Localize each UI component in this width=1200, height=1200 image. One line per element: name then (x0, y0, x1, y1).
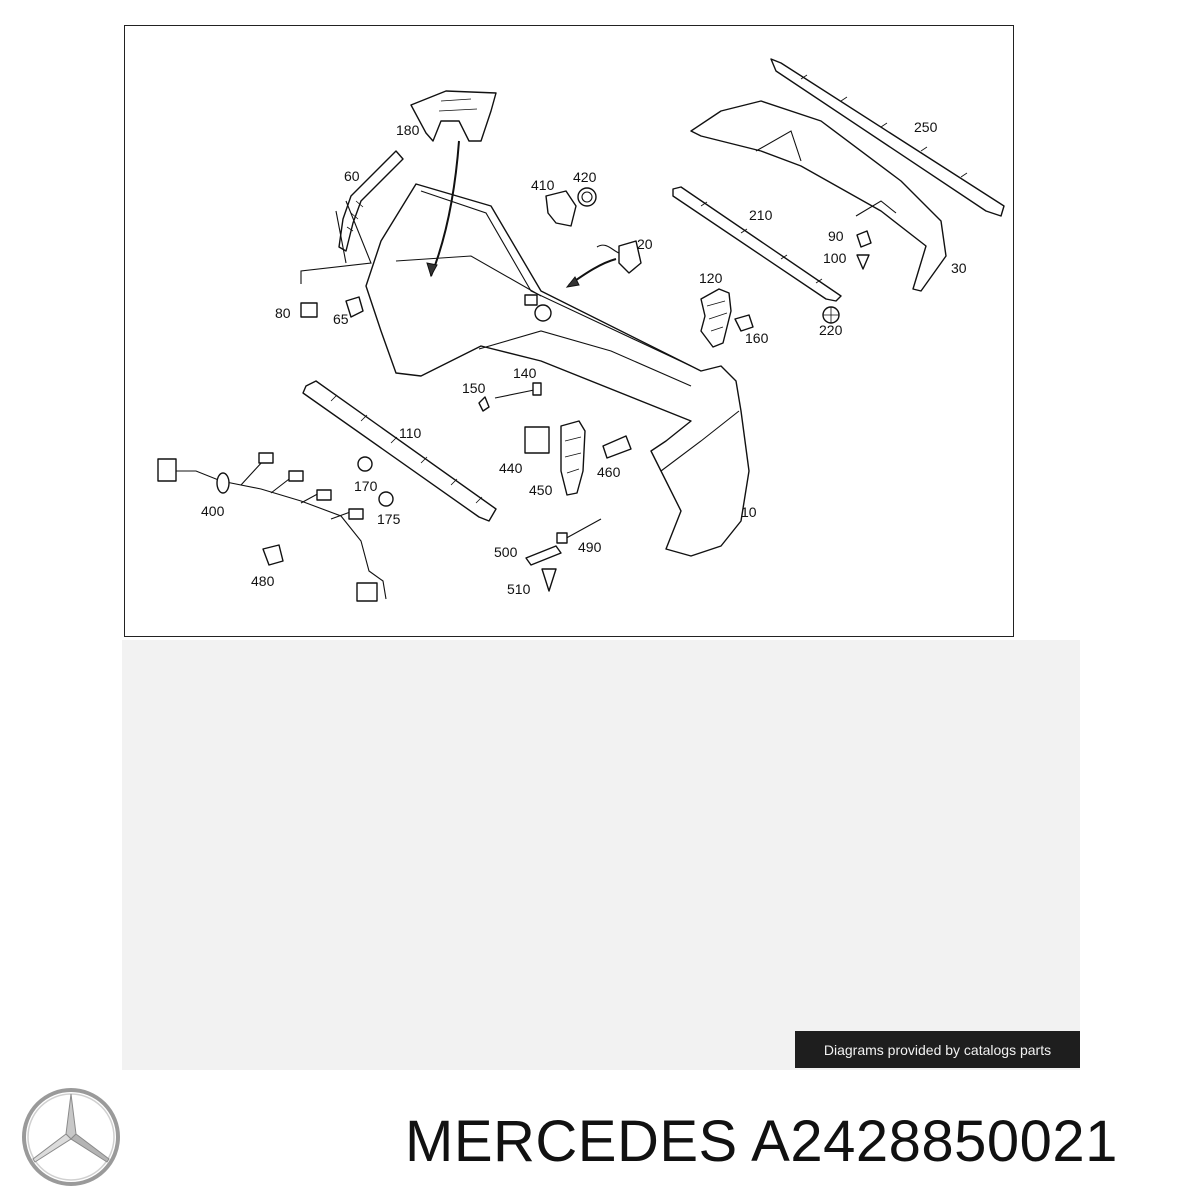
image-background (122, 640, 1080, 1070)
callout-180: 180 (396, 122, 420, 138)
credit-text: Diagrams provided by catalogs parts (823, 1041, 1052, 1058)
callout-100: 100 (823, 250, 847, 266)
callout-440: 440 (499, 460, 523, 476)
callout-10: 10 (741, 504, 757, 520)
callout-400: 400 (201, 503, 225, 519)
callout-220: 220 (819, 322, 843, 338)
bracket-450-part (560, 420, 586, 496)
callout-65: 65 (333, 311, 349, 327)
callout-450: 450 (529, 482, 553, 498)
callout-140: 140 (513, 365, 537, 381)
credit-banner: Diagrams provided by catalogs parts (795, 1031, 1080, 1068)
wiring-harness-400-part (161, 470, 387, 600)
exploded-view-drawing: 180 60 410 420 250 20 210 90 100 30 80 6… (157, 58, 1005, 602)
diffuser-30-part (690, 100, 947, 292)
callout-30: 30 (951, 260, 967, 276)
callout-210: 210 (749, 207, 773, 223)
trim-strip-60-part (338, 150, 404, 252)
callout-60: 60 (344, 168, 360, 184)
reinforcement-110-part (302, 380, 497, 522)
callout-150: 150 (462, 380, 486, 396)
callout-20: 20 (637, 236, 653, 252)
callout-80: 80 (275, 305, 291, 321)
bracket-120-part (700, 288, 732, 348)
product-title: MERCEDES A2428850021 (405, 1108, 1118, 1175)
callout-510: 510 (507, 581, 531, 597)
callout-170: 170 (354, 478, 378, 494)
callout-110: 110 (399, 425, 422, 441)
callout-175: 175 (377, 511, 401, 527)
trim-strip-250-part (770, 58, 1005, 217)
sensor-410-part (545, 190, 577, 227)
brand-name: MERCEDES (405, 1109, 738, 1174)
parts-diagram: 180 60 410 420 250 20 210 90 100 30 80 6… (124, 25, 1014, 637)
callout-500: 500 (494, 544, 518, 560)
bumper-cover-part (365, 183, 750, 557)
part-number: A2428850021 (751, 1109, 1118, 1174)
mercedes-star-icon (22, 1088, 120, 1186)
trim-strip-210-part (672, 186, 842, 302)
callout-410: 410 (531, 177, 555, 193)
callout-460: 460 (597, 464, 621, 480)
bracket-180-part (410, 90, 497, 142)
callout-420: 420 (573, 169, 597, 185)
callout-480: 480 (251, 573, 275, 589)
callout-90: 90 (828, 228, 844, 244)
callout-490: 490 (578, 539, 602, 555)
callout-250: 250 (914, 119, 938, 135)
callout-160: 160 (745, 330, 769, 346)
callout-120: 120 (699, 270, 723, 286)
